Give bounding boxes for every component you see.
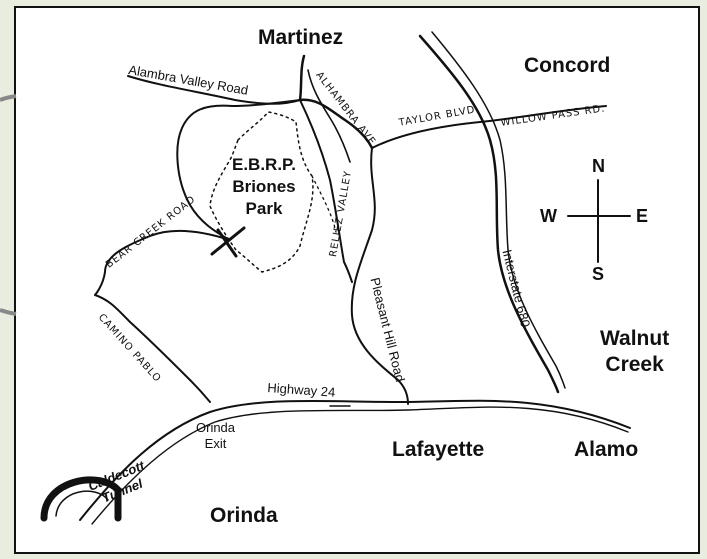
compass-east: E [636,206,649,226]
city-orinda: Orinda [210,504,278,527]
compass-cross [567,179,631,263]
highway-24-line [79,399,631,521]
compass-west: W [540,206,557,226]
briones-park-boundary [209,111,314,273]
city-martinez: Martinez [258,26,344,49]
park-label-line2: Briones [232,177,296,196]
city-creek-label: Creek [605,353,664,376]
park-label-line3: Park [245,199,283,218]
compass-north: N [592,156,605,176]
city-lafayette: Lafayette [392,438,485,461]
compass-south: S [592,264,605,284]
alhambra-ave-line [298,54,374,150]
city-walnut-creek: Walnut Creek [600,326,669,378]
city-alamo: Alamo [574,438,639,461]
reliez-valley-line [299,99,353,283]
map-frame [14,6,700,554]
city-concord: Concord [524,54,611,77]
camino-pablo-line [94,294,211,403]
caldecott-tunnel-shape [40,476,122,522]
alhambra-valley-road-line [127,75,301,105]
taylor-blvd-line [371,105,607,149]
trailhead-x-mark [210,226,246,258]
label-orinda-exit-line1: Orinda [196,420,236,435]
park-label: E.B.R.P. Briones Park [232,154,296,220]
label-orinda-exit-line2: Exit [204,436,227,451]
park-label-line1: E.B.R.P. [232,155,296,174]
martinez-road-line [307,69,351,163]
interstate-680-line [418,34,560,394]
bear-creek-road-line [94,99,301,296]
label-orinda-exit: Orinda Exit [196,420,235,452]
pleasant-hill-road-line [350,147,409,405]
city-walnut-label: Walnut [600,327,670,350]
